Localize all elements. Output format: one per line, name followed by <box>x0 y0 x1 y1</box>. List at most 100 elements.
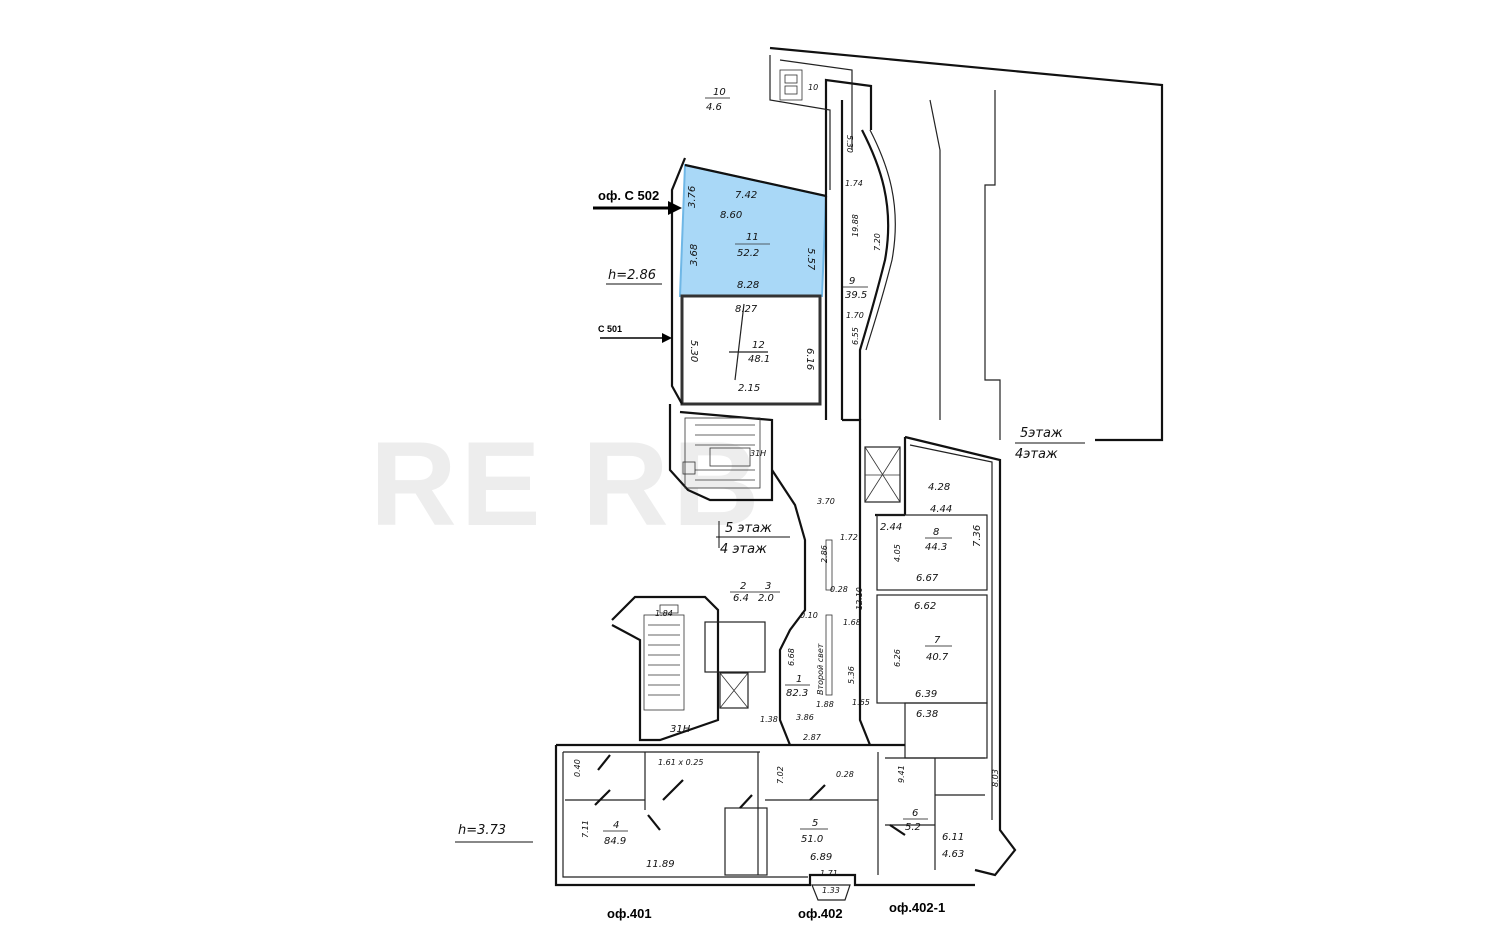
room-1[interactable]: 1 82.3 <box>785 674 810 699</box>
label-floor5-mid: 5 этаж <box>725 521 772 536</box>
label-office-402[interactable]: оф.402 <box>798 906 843 921</box>
svg-text:12: 12 <box>752 340 765 351</box>
room-7[interactable]: 7 40.7 <box>925 635 952 663</box>
dimension-labels: 7.42 8.60 3.76 3.68 8.28 5.57 8.27 5.30 … <box>573 135 1000 895</box>
svg-text:4.05: 4.05 <box>893 544 902 562</box>
room-10-small: 10 <box>808 83 818 92</box>
svg-text:48.1: 48.1 <box>748 354 770 365</box>
label-floor5-right: 5этаж <box>1020 426 1063 441</box>
room-11[interactable]: 11 52.2 <box>735 232 770 259</box>
label-office-402-1[interactable]: оф.402-1 <box>889 900 945 915</box>
svg-text:51.0: 51.0 <box>801 834 823 845</box>
svg-text:6: 6 <box>912 808 918 819</box>
office-c502-highlight[interactable] <box>678 163 828 297</box>
svg-text:1: 1 <box>796 674 802 685</box>
label-stair-31n: 31Н <box>750 449 766 458</box>
svg-text:4.28: 4.28 <box>928 482 950 493</box>
svg-text:10: 10 <box>713 87 726 98</box>
svg-text:5: 5 <box>812 818 818 829</box>
label-office-c502[interactable]: оф. С 502 <box>598 188 659 203</box>
svg-text:1.71: 1.71 <box>820 869 838 878</box>
label-floor4-right: 4этаж <box>1015 447 1058 462</box>
c502-arrow <box>593 201 682 215</box>
room-4[interactable]: 4 84.9 <box>603 820 628 847</box>
svg-text:4.6: 4.6 <box>706 102 722 113</box>
svg-text:3: 3 <box>765 581 771 592</box>
svg-text:2: 2 <box>740 581 746 592</box>
upper-wing-walls <box>670 46 1164 442</box>
svg-text:7.36: 7.36 <box>972 525 983 547</box>
svg-text:8.27: 8.27 <box>735 304 758 315</box>
svg-text:1.38: 1.38 <box>760 715 778 724</box>
svg-text:19.88: 19.88 <box>851 214 860 237</box>
svg-text:40.7: 40.7 <box>926 652 949 663</box>
svg-text:1.88: 1.88 <box>816 700 834 709</box>
room-6[interactable]: 6 5.2 <box>903 808 928 833</box>
room-2-3[interactable]: 2 6.4 3 2.0 <box>730 581 780 604</box>
svg-text:1.70: 1.70 <box>846 311 864 320</box>
svg-text:7.02: 7.02 <box>776 766 785 784</box>
svg-text:7.42: 7.42 <box>735 190 757 201</box>
svg-text:44.3: 44.3 <box>925 542 947 553</box>
svg-text:0.28: 0.28 <box>830 585 848 594</box>
svg-text:5.2: 5.2 <box>905 822 921 833</box>
svg-text:7.20: 7.20 <box>873 233 882 251</box>
room-10[interactable]: 10 4.6 <box>705 87 730 113</box>
label-h-lower: h=3.73 <box>458 823 506 838</box>
svg-text:2.87: 2.87 <box>803 733 822 742</box>
stair-block-mid <box>668 404 774 502</box>
svg-text:84.9: 84.9 <box>604 836 626 847</box>
svg-text:6.11: 6.11 <box>942 832 964 843</box>
svg-text:1.74: 1.74 <box>845 179 863 188</box>
svg-text:6.39: 6.39 <box>915 689 937 700</box>
right-lower-block <box>875 435 1017 877</box>
label-c501[interactable]: С 501 <box>598 324 622 334</box>
svg-text:0.40: 0.40 <box>573 759 582 777</box>
svg-text:8.60: 8.60 <box>720 210 742 221</box>
room-5[interactable]: 5 51.0 <box>800 818 828 845</box>
svg-text:6.55: 6.55 <box>851 327 860 345</box>
svg-text:9: 9 <box>849 276 855 287</box>
svg-text:5.36: 5.36 <box>847 666 856 684</box>
label-second-light: Второй свет <box>816 643 825 695</box>
central-corridor-walls <box>771 418 901 746</box>
svg-text:4: 4 <box>613 820 619 831</box>
svg-text:3.70: 3.70 <box>817 497 835 506</box>
svg-text:8: 8 <box>933 527 939 538</box>
svg-text:11: 11 <box>746 232 759 243</box>
svg-text:12.10: 12.10 <box>855 587 864 610</box>
svg-text:8.28: 8.28 <box>737 280 759 291</box>
svg-text:7.11: 7.11 <box>581 820 590 838</box>
svg-text:6.26: 6.26 <box>893 649 902 667</box>
svg-text:52.2: 52.2 <box>737 248 759 259</box>
svg-text:1.68: 1.68 <box>843 618 861 627</box>
svg-text:0.28: 0.28 <box>836 770 854 779</box>
svg-text:39.5: 39.5 <box>845 290 867 301</box>
svg-text:3.76: 3.76 <box>687 186 698 208</box>
label-stair-31n-low: 31Н <box>670 724 691 735</box>
svg-text:5.30: 5.30 <box>845 135 854 153</box>
c501-arrow <box>600 333 672 343</box>
svg-text:1.61 х 0.25: 1.61 х 0.25 <box>658 758 703 767</box>
svg-text:82.3: 82.3 <box>786 688 808 699</box>
svg-text:0.10: 0.10 <box>800 611 818 620</box>
room-12[interactable]: 12 48.1 <box>748 340 770 365</box>
svg-text:6.68: 6.68 <box>787 648 796 666</box>
svg-text:11.89: 11.89 <box>646 859 675 870</box>
svg-text:4.63: 4.63 <box>942 849 964 860</box>
svg-text:5.57: 5.57 <box>805 248 816 271</box>
svg-text:1.33: 1.33 <box>822 886 840 895</box>
room-9[interactable]: 9 39.5 <box>843 276 868 301</box>
svg-text:2.15: 2.15 <box>738 383 760 394</box>
svg-text:1.84: 1.84 <box>655 609 673 618</box>
office-c501-outline[interactable] <box>680 294 822 406</box>
svg-text:5.30: 5.30 <box>688 340 699 362</box>
label-floor4-mid: 4 этаж <box>720 542 767 557</box>
svg-text:9.41: 9.41 <box>897 765 906 783</box>
svg-text:6.4: 6.4 <box>733 593 749 604</box>
bottom-offices-walls <box>554 743 985 901</box>
room-8[interactable]: 8 44.3 <box>925 527 952 553</box>
label-office-401[interactable]: оф.401 <box>607 906 652 921</box>
svg-text:2.0: 2.0 <box>758 593 774 604</box>
